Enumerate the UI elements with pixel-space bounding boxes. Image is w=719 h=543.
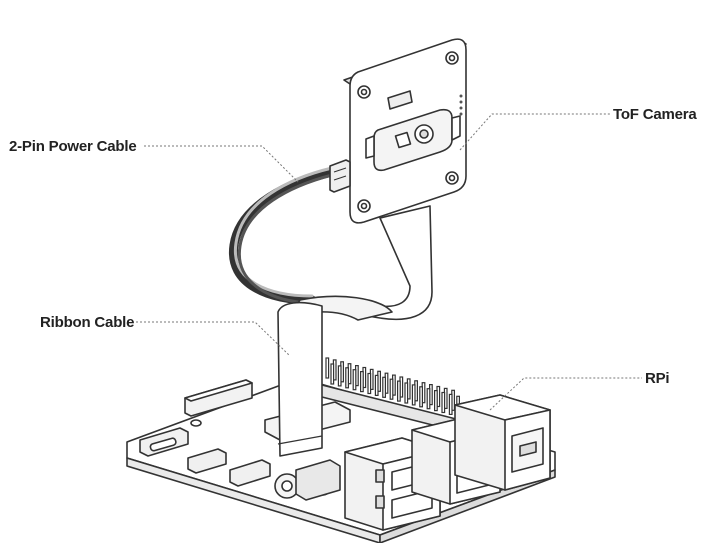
power-cable: [228, 166, 337, 305]
ribbon-fold: [277, 435, 323, 445]
micro-hdmi-port: [229, 459, 271, 487]
leader-power: [144, 145, 299, 183]
leader-lines: [136, 113, 642, 411]
emitter-block: [387, 90, 413, 110]
gpio-pins: [325, 357, 460, 417]
gpio-pin: [434, 390, 438, 412]
gpio-pin: [389, 378, 394, 400]
gpio-pin: [382, 376, 386, 398]
gpio-pin: [411, 384, 416, 406]
ribbon-lower-segment: [277, 301, 323, 457]
gpio-pin: [352, 369, 357, 391]
gpio-pin: [325, 357, 330, 379]
label-power-cable: 2-Pin Power Cable: [9, 138, 137, 155]
ethernet-clip: [519, 441, 537, 457]
gpio-pin: [367, 372, 372, 395]
label-tof-camera: ToF Camera: [613, 106, 697, 123]
sensor-window: [394, 131, 412, 149]
gpio-pin: [345, 367, 349, 389]
tof-camera-module: [329, 38, 467, 224]
power-wire-dark: [237, 173, 334, 305]
usb-tab: [375, 495, 385, 509]
gpio-pin: [330, 363, 335, 385]
power-connector-pin: [333, 175, 347, 181]
leader-ribbon: [136, 321, 291, 357]
gpio-pin: [397, 380, 401, 402]
gpio-pin: [374, 374, 379, 396]
display-connector-top: [184, 379, 253, 402]
camera-mount-holes: [357, 51, 459, 213]
leader-tof: [459, 113, 610, 151]
usb-ports: [344, 394, 551, 531]
gpio-pin: [404, 382, 409, 404]
usb-c-port-hole: [149, 437, 177, 452]
label-ribbon-cable: Ribbon Cable: [40, 314, 135, 331]
gpio-pin: [441, 391, 446, 414]
usb-tab: [375, 469, 385, 483]
status-leds: [459, 94, 463, 116]
gpio-pin: [419, 386, 423, 408]
label-rpi: RPi: [645, 370, 670, 387]
rpi-pcb-edge: [126, 457, 381, 543]
micro-hdmi-port: [187, 448, 227, 474]
gpio-pin: [426, 388, 431, 410]
power-connector-pin: [333, 167, 347, 173]
lens-inner: [419, 129, 429, 139]
mount-hole: [190, 419, 202, 427]
gpio-pin: [448, 393, 453, 415]
audio-jack-hole: [281, 480, 293, 492]
leader-rpi: [489, 377, 642, 411]
gpio-pin: [360, 371, 364, 393]
gpio-pin: [337, 365, 342, 387]
power-connector: [329, 159, 351, 193]
audio-jack-body: [295, 459, 341, 501]
sensor-ear-left: [365, 135, 375, 159]
sensor-ear-right: [451, 115, 461, 141]
power-wire-light: [233, 166, 334, 298]
ribbon-cable: [277, 205, 433, 457]
